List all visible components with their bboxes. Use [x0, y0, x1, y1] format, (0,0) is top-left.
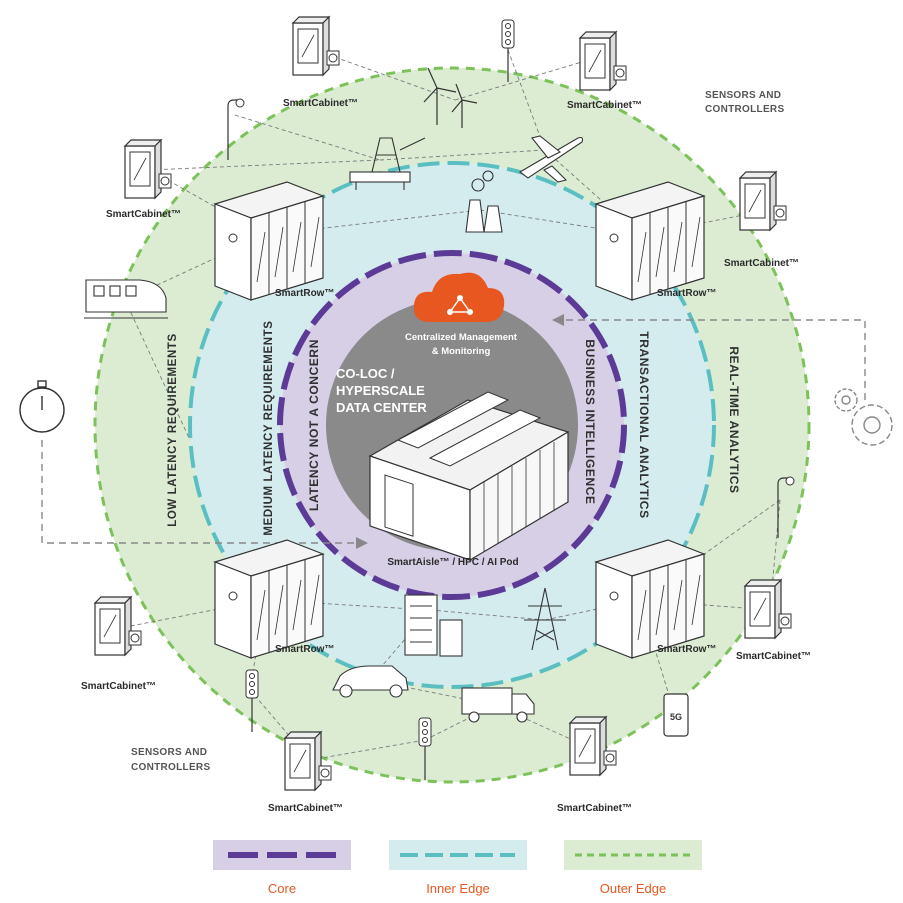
- smartcabinet-label: SmartCabinet™: [724, 258, 799, 269]
- smartrow-icon: [595, 539, 705, 659]
- sensors-label-line1: SENSORS AND: [131, 747, 207, 758]
- smartcabinet-icon: [744, 579, 792, 639]
- arrow-head-right: [552, 314, 564, 326]
- smartrow-label-top-right: SmartRow™: [657, 288, 716, 299]
- buildings-icon: [404, 594, 463, 657]
- car-icon: [332, 665, 409, 698]
- legend-swatch-outer-edge: [564, 840, 702, 870]
- cloud-label-line1: Centralized Management: [405, 332, 518, 343]
- smartcabinet-icon: [94, 596, 142, 656]
- smartcabinet-label: SmartCabinet™: [81, 681, 156, 692]
- latency-not-a-concern-label: LATENCY NOT A CONCERN: [307, 339, 321, 511]
- smartcabinet-label: SmartCabinet™: [283, 98, 358, 109]
- smartcabinet-label: SmartCabinet™: [268, 803, 343, 814]
- truck-icon: [461, 687, 535, 723]
- smartcabinet-label: SmartCabinet™: [557, 803, 632, 814]
- airplane-icon: [519, 135, 584, 183]
- smartrow-label-top-left: SmartRow™: [275, 288, 334, 299]
- arrow-head-left: [356, 537, 368, 549]
- smartrow-label-bottom-left: SmartRow™: [275, 644, 334, 655]
- pod-label: SmartAisle™ / HPC / AI Pod: [387, 557, 518, 568]
- oil-rig-icon: [349, 137, 426, 190]
- cloud-icon: [413, 272, 505, 322]
- smartcabinet-label: SmartCabinet™: [106, 209, 181, 220]
- power-tower-icon: [524, 587, 566, 651]
- legend: Core Inner Edge Outer Edge: [213, 840, 702, 896]
- real-time-analytics-label: REAL-TIME ANALYTICS: [727, 346, 741, 493]
- data-center-pod-icon: [368, 391, 570, 562]
- business-intelligence-label: BUSINESS INTELLIGENCE: [583, 339, 597, 504]
- smartrow-icon: [214, 539, 324, 659]
- phone-5g-label: 5G: [670, 712, 682, 722]
- sensors-label-line1: SENSORS AND: [705, 90, 781, 101]
- wind-turbine-icon: [423, 67, 478, 128]
- flow-arrows: [41, 319, 866, 544]
- cloud-label-line2: & Monitoring: [432, 346, 491, 357]
- smartcabinet-icon: [579, 31, 627, 91]
- transactional-analytics-label: TRANSACTIONAL ANALYTICS: [637, 331, 651, 518]
- train-icon: [84, 279, 168, 319]
- gears-icon: [834, 388, 893, 446]
- power-plant-icon: [465, 170, 503, 233]
- legend-label-outer-edge: Outer Edge: [600, 881, 667, 896]
- phone-5g-icon: 5G: [663, 693, 689, 737]
- smartcabinet-label: SmartCabinet™: [736, 651, 811, 662]
- stopwatch-icon: [19, 380, 65, 433]
- legend-label-core: Core: [268, 881, 296, 896]
- core-title-line1: CO-LOC /: [336, 366, 395, 381]
- legend-label-inner-edge: Inner Edge: [426, 881, 490, 896]
- medium-latency-label: MEDIUM LATENCY REQUIREMENTS: [263, 320, 275, 535]
- core-title-line2: HYPERSCALE: [336, 383, 425, 398]
- smartcabinet-icon: [292, 16, 340, 76]
- smartcabinet-icon: [739, 171, 787, 231]
- smartrow-icon: [214, 181, 324, 301]
- smartcabinet-label: SmartCabinet™: [567, 100, 642, 111]
- low-latency-label: LOW LATENCY REQUIREMENTS: [167, 333, 179, 527]
- smartrow-label-bottom-right: SmartRow™: [657, 644, 716, 655]
- smartrow-icon: [595, 181, 705, 301]
- sensors-label-line2: CONTROLLERS: [131, 762, 210, 773]
- core-title-line3: DATA CENTER: [336, 400, 427, 415]
- sensors-label-line2: CONTROLLERS: [705, 104, 784, 115]
